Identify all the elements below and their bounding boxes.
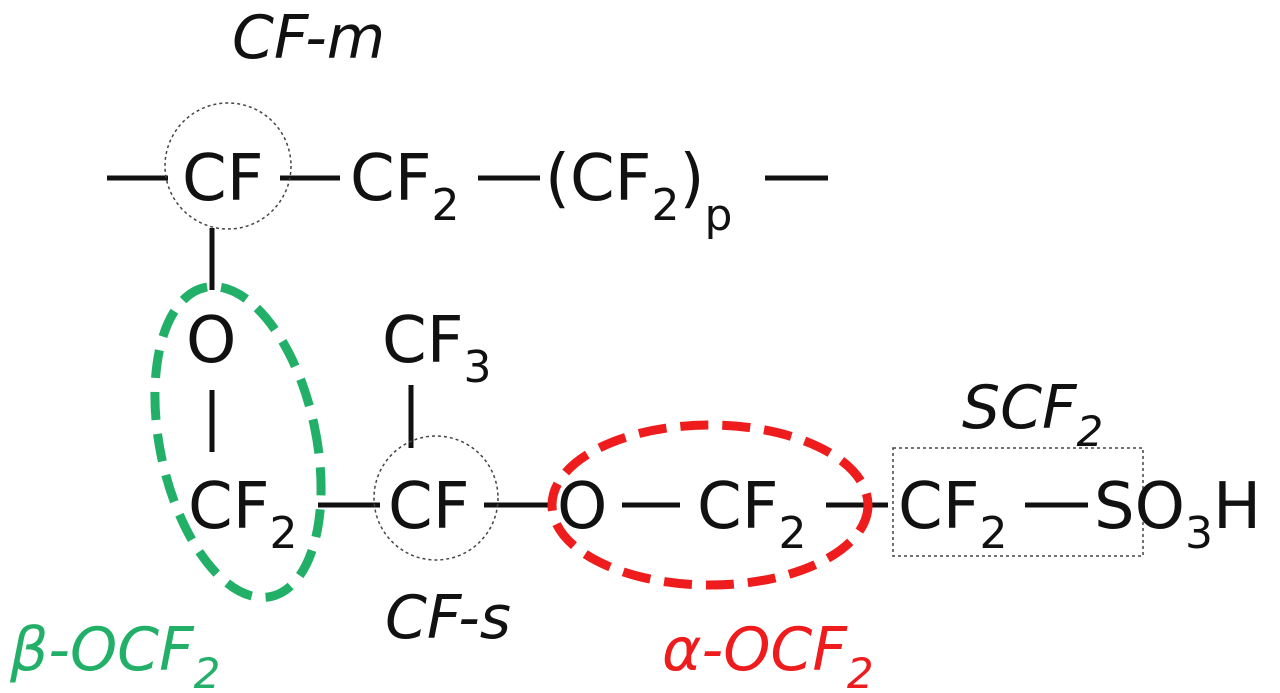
- alpha-ocf2-label-sub: 2: [847, 649, 874, 693]
- alpha-ocf2-dashed-ellipse: [547, 420, 873, 590]
- backbone-paren-sub: 2: [651, 180, 679, 231]
- so3h-o: O: [1135, 470, 1185, 544]
- backbone-cf2-main: CF: [350, 142, 432, 216]
- sulfonic-acid-group: SO3H: [1094, 470, 1261, 559]
- sidechain-cf3: CF3: [382, 304, 492, 393]
- cf-s-label: CF-s: [385, 583, 511, 653]
- so3h-h: H: [1213, 470, 1261, 544]
- alpha-ocf2-label: α-OCF2: [662, 615, 874, 693]
- sidechain-cf2-alpha-main: CF: [697, 470, 779, 544]
- sidechain-cf2-beta-main: CF: [188, 470, 270, 544]
- scf2-highlight-box: [892, 447, 1144, 557]
- backbone-paren-close: ): [679, 142, 704, 216]
- sidechain-cf2-beta: CF2: [188, 470, 298, 559]
- cf-s-highlight-circle: [373, 435, 499, 561]
- sidechain-cf-center: CF: [388, 470, 470, 544]
- cf-m-label: CF-m: [232, 3, 385, 73]
- sidechain-cf3-main: CF: [382, 304, 464, 378]
- beta-ocf2-dashed-ellipse: [150, 282, 326, 602]
- beta-ocf2-label-main: β-OCF: [9, 615, 195, 685]
- alpha-ocf2-label-main: α-OCF: [662, 615, 848, 685]
- scf2-label-main: SCF: [962, 373, 1078, 443]
- sidechain-cf2-s: CF2: [898, 470, 1008, 559]
- backbone-cf: CF: [182, 142, 264, 216]
- backbone-paren-open: (CF: [545, 142, 651, 216]
- sidechain-cf3-sub: 3: [464, 342, 492, 393]
- beta-ocf2-label: β-OCF2: [9, 615, 220, 693]
- scf2-label: SCF2: [962, 373, 1103, 456]
- so3h-sub: 3: [1185, 508, 1213, 559]
- sidechain-cf2-alpha-sub: 2: [779, 508, 807, 559]
- sidechain-cf2-s-main: CF: [898, 470, 980, 544]
- backbone-paren-p: p: [704, 190, 732, 241]
- cf-m-highlight-circle: [164, 102, 292, 230]
- sidechain-cf2-alpha: CF2: [697, 470, 807, 559]
- backbone-cf2-sub: 2: [432, 180, 460, 231]
- so3h-s: S: [1094, 470, 1135, 544]
- sidechain-o1: O: [186, 304, 236, 378]
- backbone-cf2: CF2: [350, 142, 460, 231]
- sidechain-cf2-beta-sub: 2: [270, 508, 298, 559]
- sidechain-cf2-s-sub: 2: [980, 508, 1008, 559]
- beta-ocf2-label-sub: 2: [194, 649, 221, 693]
- backbone-cf2-repeat: (CF2)p: [545, 142, 732, 241]
